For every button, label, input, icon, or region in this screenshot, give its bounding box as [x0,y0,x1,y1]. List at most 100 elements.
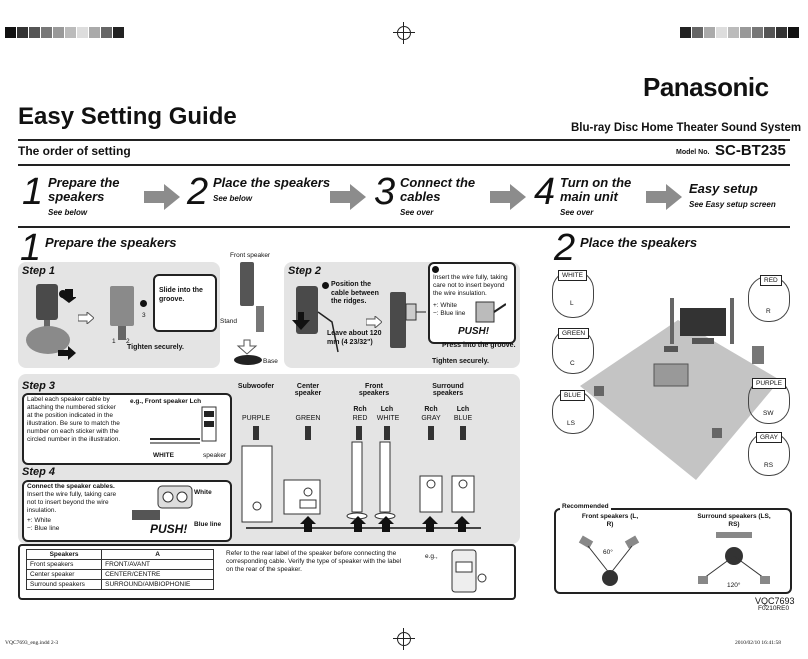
order-step-3-sub: See over [400,208,434,217]
speaker-base-illustration [26,284,76,360]
print-date: 2010/02/10 16:41:58 [735,640,781,646]
arrow-right-outline-icon [78,312,94,324]
col-center-color: GREEN [295,415,321,422]
step4-white-polarity: +: White [27,517,52,524]
step3-instructions: Label each speaker cable by attaching th… [27,396,121,443]
order-step-2-sub: See below [213,194,253,203]
recommended-surround: Surround speakers (LS, RS) [697,513,771,528]
blue-polarity-label: −: Blue line [433,310,466,317]
surround-angle-diagram [698,532,770,584]
recommended-label: Recommended [560,503,611,511]
speaker-connection-illustration [241,426,481,532]
callout-2-icon [59,290,67,298]
document-code-2: F0210RE0 [758,605,790,612]
recommended-front: Front speakers (L, R) [581,513,639,528]
step3-label: Step 3 [22,380,56,392]
col-surround-lch-color: BLUE [453,415,473,422]
tag-purple-letter: SW [763,410,774,417]
model-label: Model No. [676,149,710,156]
order-step-2-number: 2 [187,171,209,213]
rear-label-illustration [451,549,487,593]
section-1-number: 1 [20,227,42,269]
step1-number-2: 2 [126,338,130,345]
order-step-5-title: Easy setup [689,181,758,196]
tighten-securely-text: Tighten securely. [127,344,184,351]
order-step-1-number: 1 [22,171,44,213]
order-step-4-title: Turn on the main unit [560,175,632,204]
tag-green-letter: C [570,360,575,367]
arrow-right-outline-icon [366,316,382,328]
leave-about-text: Leave about 120 mm (4 23/32") [327,330,382,346]
arrow-right-icon [330,184,366,210]
wire-insert-icon [475,301,506,323]
terminal-push-illustration [132,485,193,520]
header-rule-bottom [18,164,790,166]
insert-wire-text: Insert the wire fully, taking care not t… [433,274,508,297]
table-header-label: A [101,549,214,560]
col-front-rch: Rch [353,406,367,413]
step2-label: Step 2 [288,265,322,277]
section-2-title: Place the speakers [580,235,698,250]
order-step-2-title: Place the speakers [213,175,331,190]
sticker-illustration [150,406,217,444]
step3-white-label: WHITE [153,452,174,459]
tag-gray-letter: RS [764,462,774,469]
position-cable-text: Position the cable between the ridges. [331,281,379,305]
callout-4-icon [140,300,147,307]
order-step-1-title: Prepare the speakers [48,175,120,204]
tag-white-letter: L [570,300,574,307]
tag-red-letter: R [766,308,771,315]
slide-groove-box [153,274,217,332]
rear-label-note: Refer to the rear label of the speaker b… [226,550,402,573]
front-speaker-label: Front speaker [230,252,271,259]
callout-9-icon [432,266,439,273]
file-name: VQC7693_eng.indd 2-3 [5,640,59,646]
surround-angle-label: 120° [727,582,741,589]
step3-example: e.g., Front speaker Lch [130,398,202,405]
tighten-securely-2-text: Tighten securely. [432,358,489,365]
col-front-lch-color: WHITE [376,415,400,422]
tag-red-label: RED [760,275,782,286]
step4-blue-line-label: Blue line [194,521,222,528]
step4-instructions: Insert the wire fully, taking care not t… [27,491,117,514]
step4-label: Step 4 [22,466,56,478]
push-label: PUSH! [458,326,490,337]
table-header-speakers: Speakers [25,549,103,560]
section-1-title: Prepare the speakers [45,235,177,250]
tag-purple-label: PURPLE [752,378,787,389]
header-rule-top [18,139,790,141]
col-subwoofer-name: Subwoofer [237,383,275,390]
color-registration-bar-right [680,27,800,38]
order-step-3-number: 3 [374,171,396,213]
col-center-name: Center speaker [294,383,322,397]
step3-speaker-label: speaker [203,452,227,459]
tag-white-label: WHITE [558,270,587,281]
step1-number-3: 3 [142,312,146,319]
col-surround-name: Surround speakers [432,383,464,397]
front-angle-diagram [578,535,640,586]
col-front-rch-color: RED [352,415,368,422]
recommended-box [554,508,792,594]
registration-mark-bottom [393,628,415,650]
col-surround-rch-color: GRAY [421,415,441,422]
arrow-right-icon [144,184,180,210]
insert-wire-box [428,262,516,344]
step1-label: Step 1 [22,265,56,277]
tag-blue-letter: LS [567,420,575,427]
base-label: Base [263,358,278,365]
color-registration-bar-left [5,27,125,38]
stand-label: Stand [220,318,237,325]
order-step-4-sub: See over [560,208,594,217]
terminal-illustration [390,292,426,348]
callout-6-icon [322,282,329,289]
tag-green-label: GREEN [558,328,590,339]
col-subwoofer-color: PURPLE [241,415,270,422]
registration-mark-top [393,22,415,44]
col-surround-lch: Lch [456,406,470,413]
order-step-3-title: Connect the cables [400,175,476,204]
arrow-right-icon [490,184,526,210]
step3-instruction-box [22,393,232,465]
order-step-4-number: 4 [534,171,556,213]
